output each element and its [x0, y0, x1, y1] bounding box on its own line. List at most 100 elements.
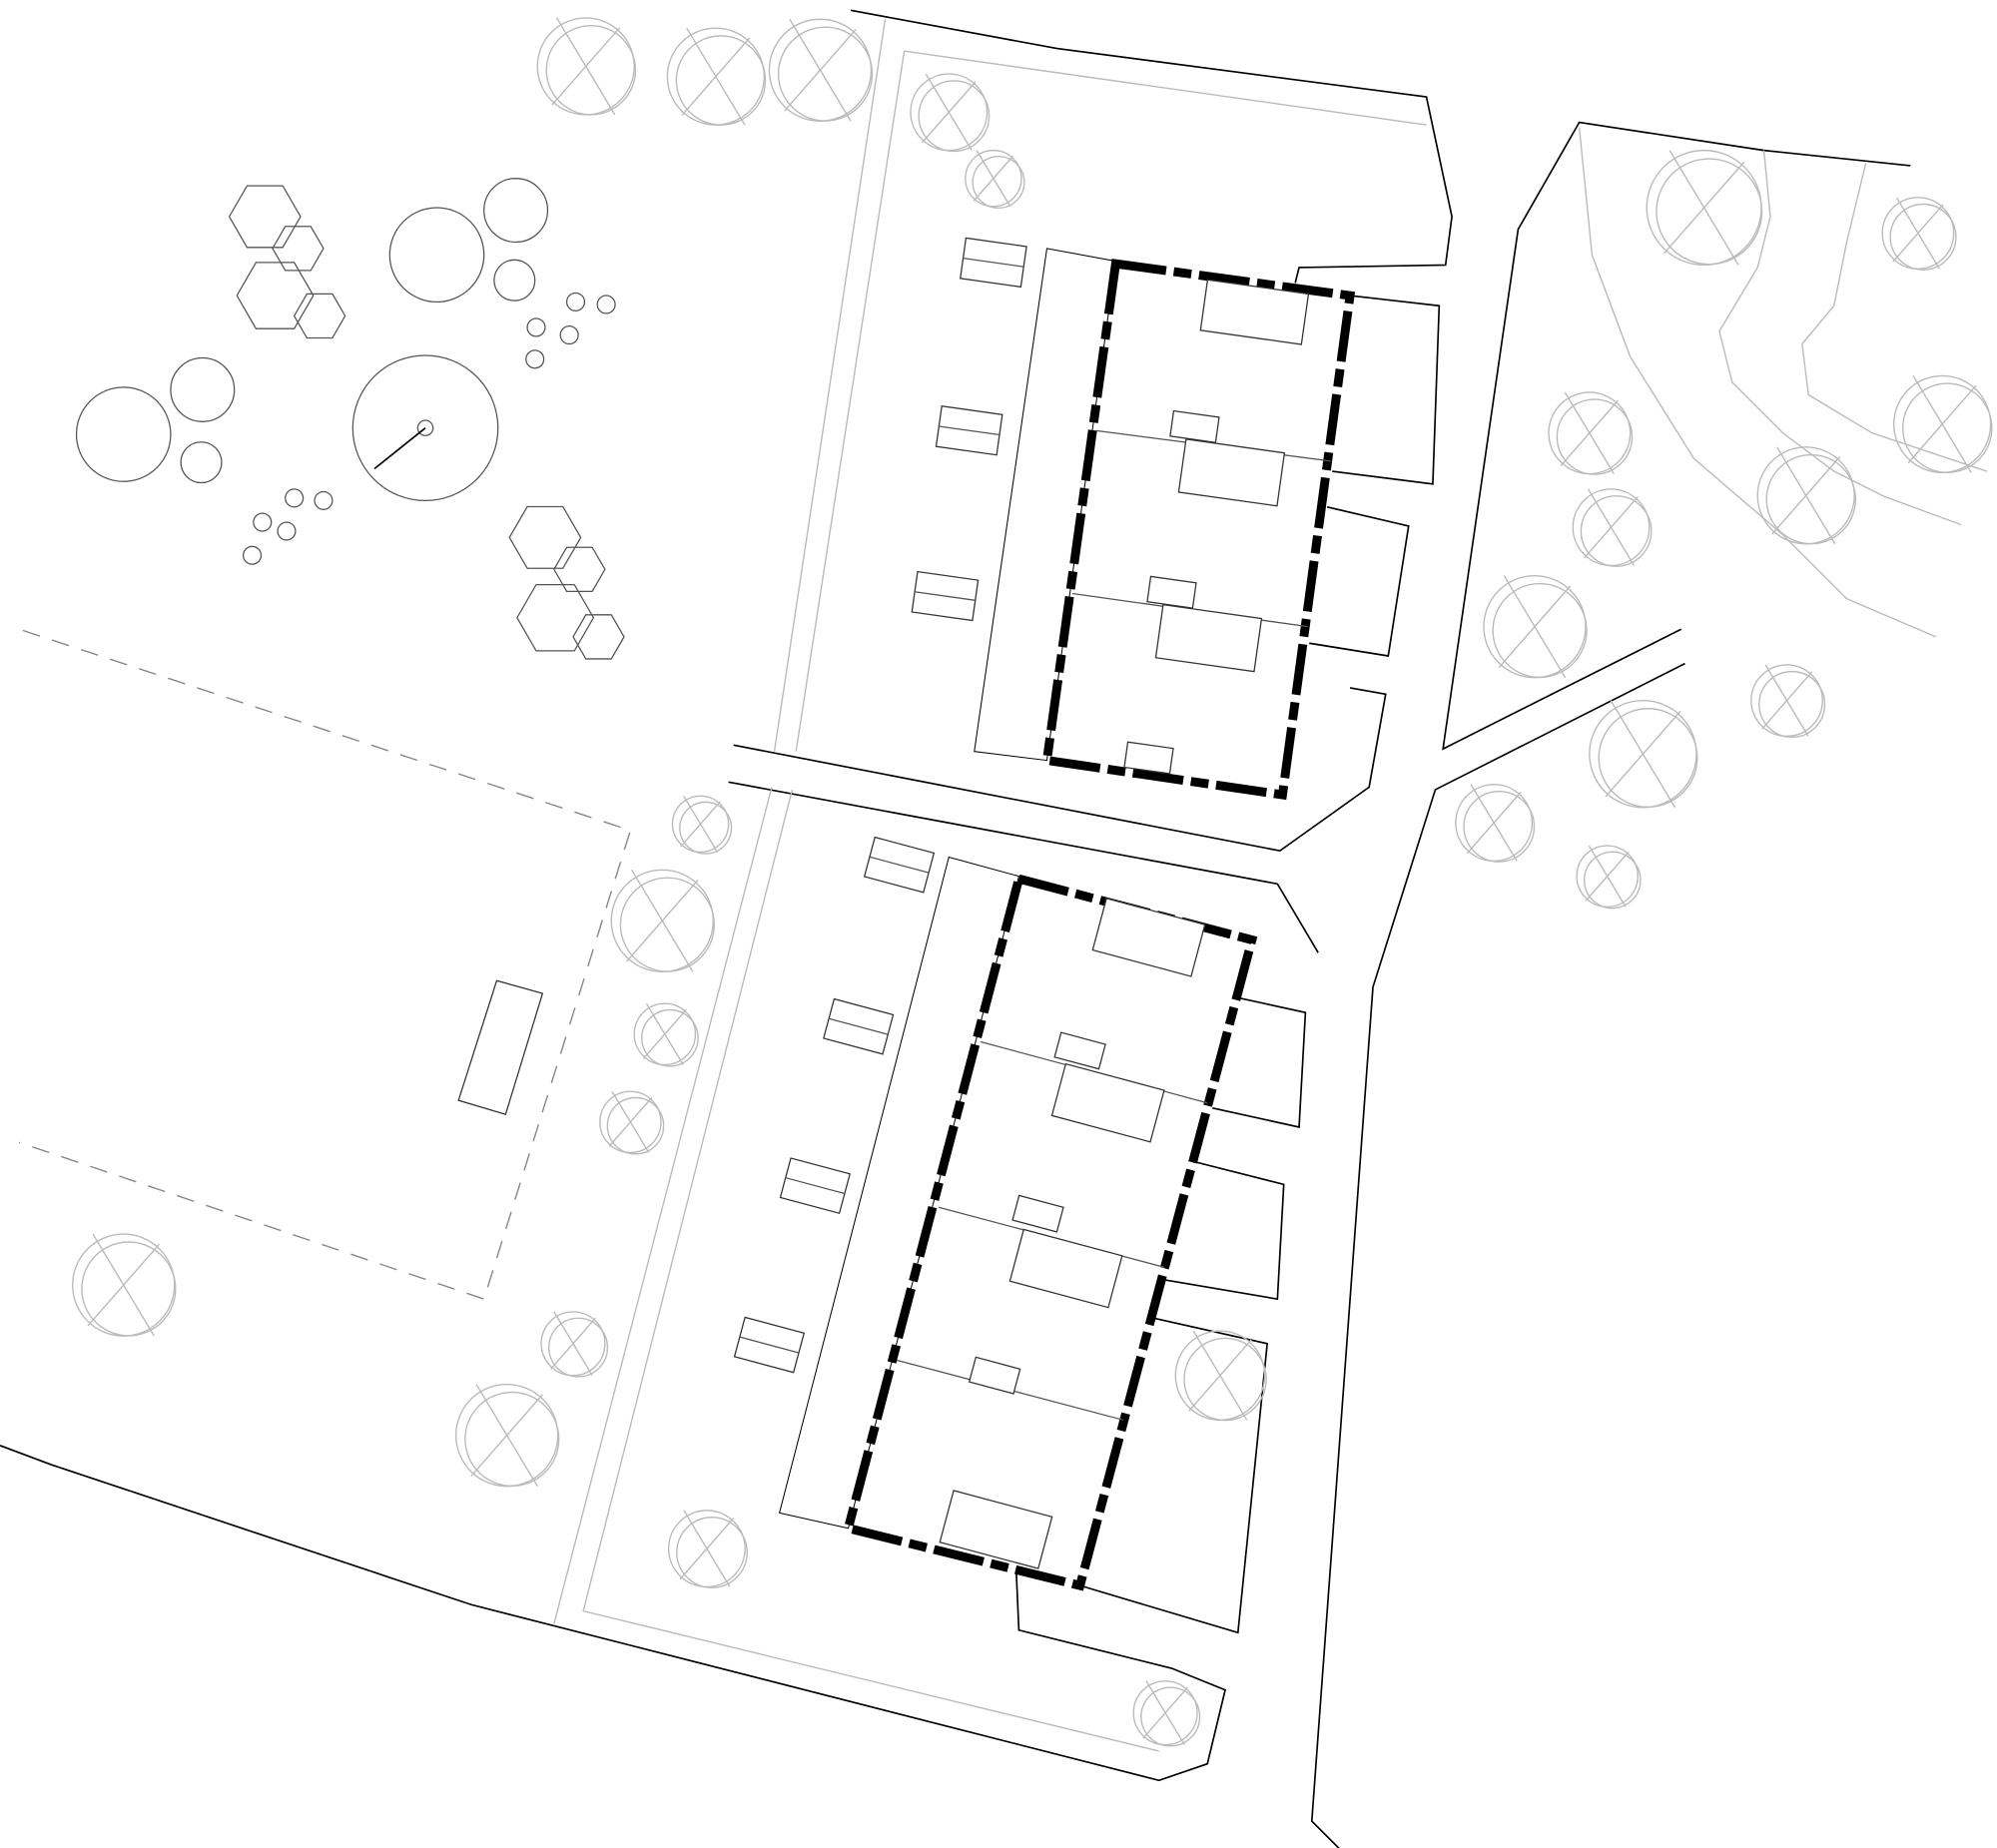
tree-icon [525, 349, 545, 369]
tree-icon [75, 386, 172, 482]
building-south [843, 873, 1258, 1591]
sundial-hand [373, 427, 426, 470]
path-west-upper-inner [795, 51, 906, 752]
path-boundary-top [904, 50, 1427, 126]
parking-shed [863, 836, 936, 894]
path-west-lower [553, 787, 773, 1624]
unit-core-7 [939, 1490, 1053, 1569]
shrub-icon [228, 185, 302, 249]
tree-canopy-icon [1455, 784, 1536, 863]
building-south-walls [843, 873, 1258, 1591]
path-west-lower-inner [582, 789, 1159, 1752]
building-north [1041, 259, 1356, 801]
tree-icon [277, 521, 297, 541]
zone-boundary-dashed [18, 629, 632, 1301]
stair-6 [968, 1356, 1021, 1395]
sundial-circle [351, 354, 499, 502]
north-plot-boundary [850, 9, 1453, 284]
tree-canopy-icon [72, 1233, 177, 1337]
tree-canopy-icon [965, 149, 1025, 210]
tree-icon [526, 317, 546, 337]
tree-icon [483, 178, 549, 244]
shrub-icon [516, 583, 595, 652]
stair-1 [1169, 409, 1220, 443]
tree-canopy-icon [1132, 1680, 1201, 1747]
sundial-center [416, 419, 434, 436]
south-road [0, 1445, 1227, 1782]
road-outlines [0, 9, 1911, 1848]
tree-canopy-icon [671, 795, 733, 855]
tree-canopy-icon [768, 18, 874, 122]
tree-canopy-icon [1483, 574, 1588, 679]
tree-icon [180, 441, 223, 484]
tree-icon [170, 356, 236, 422]
central-road-north [733, 687, 1387, 853]
parking-shed [911, 570, 980, 622]
tree-canopy-icon [633, 1002, 699, 1067]
tree-icon [565, 292, 586, 311]
tree-canopy-icon [454, 1383, 560, 1488]
tree-icon [596, 295, 616, 314]
terrain-contour-3 [1801, 163, 1988, 472]
tree-canopy-icon [1750, 664, 1826, 739]
path-west-upper [773, 19, 887, 752]
east-road-edge-lower [1310, 662, 1685, 1848]
parking-shed [733, 1316, 806, 1374]
tree-icon [242, 545, 263, 565]
parking-shed [823, 997, 895, 1055]
tree-icon [493, 259, 536, 302]
tree-canopy-icon [666, 27, 767, 126]
unit-core-5 [1050, 1062, 1165, 1143]
tree-icon [253, 512, 273, 532]
tree-icon [388, 207, 485, 304]
tree-canopy-icon [1548, 391, 1634, 475]
trees-existing [75, 178, 625, 660]
stair-5 [1011, 1194, 1064, 1233]
tree-canopy-icon [667, 1510, 748, 1588]
tree-canopy-icon [1646, 149, 1763, 267]
lot-upper-outline [974, 248, 1116, 762]
shrub-icon [553, 546, 606, 592]
unit-core-3 [1154, 603, 1263, 673]
tree-canopy-icon [910, 73, 991, 153]
building-north-walls [1041, 259, 1356, 801]
tree-canopy-icon [599, 1090, 665, 1155]
unit-core-1 [1199, 279, 1310, 345]
unit-core-6 [1008, 1228, 1123, 1309]
shrub-icon [508, 505, 582, 569]
tree-canopy-icon [1881, 197, 1957, 271]
parking-sheds [733, 237, 1027, 1374]
parking-shed [935, 405, 1003, 456]
property-lines [553, 19, 1988, 1752]
tree-canopy-icon [540, 1311, 609, 1378]
site-zone [18, 629, 632, 1301]
central-road-south [728, 781, 1319, 953]
tree-icon [285, 488, 305, 508]
sundial [351, 354, 499, 502]
yard-upper-2 [1309, 505, 1410, 657]
yard-upper-1 [1332, 295, 1441, 485]
tree-canopy-icon [1576, 845, 1642, 910]
stair-3 [1123, 741, 1174, 775]
parking-shed [779, 1157, 851, 1215]
tree-canopy-icon [1572, 488, 1653, 567]
outbuilding [457, 979, 544, 1115]
yard-lower-1 [1212, 996, 1307, 1128]
tree-canopy-icon [1756, 446, 1857, 545]
unit-core-2 [1177, 438, 1286, 507]
yard-lower-3 [1079, 1317, 1269, 1634]
shrub-icon [236, 262, 315, 329]
shrub-icon [272, 226, 325, 272]
tree-canopy-icon [1174, 1330, 1267, 1422]
yard-lower-2 [1164, 1160, 1285, 1301]
terrain-contour-1 [1578, 127, 1937, 638]
lot-lower-outline [778, 856, 1020, 1530]
tree-canopy-icon [1589, 699, 1698, 809]
stair-4 [1053, 1031, 1106, 1070]
unit-core-4 [1091, 898, 1206, 977]
shrub-icon [293, 293, 346, 339]
tree-canopy-icon [610, 869, 716, 973]
tree-canopy-icon [1892, 374, 1993, 474]
tree-icon [559, 325, 579, 345]
shrub-icon [572, 614, 625, 660]
